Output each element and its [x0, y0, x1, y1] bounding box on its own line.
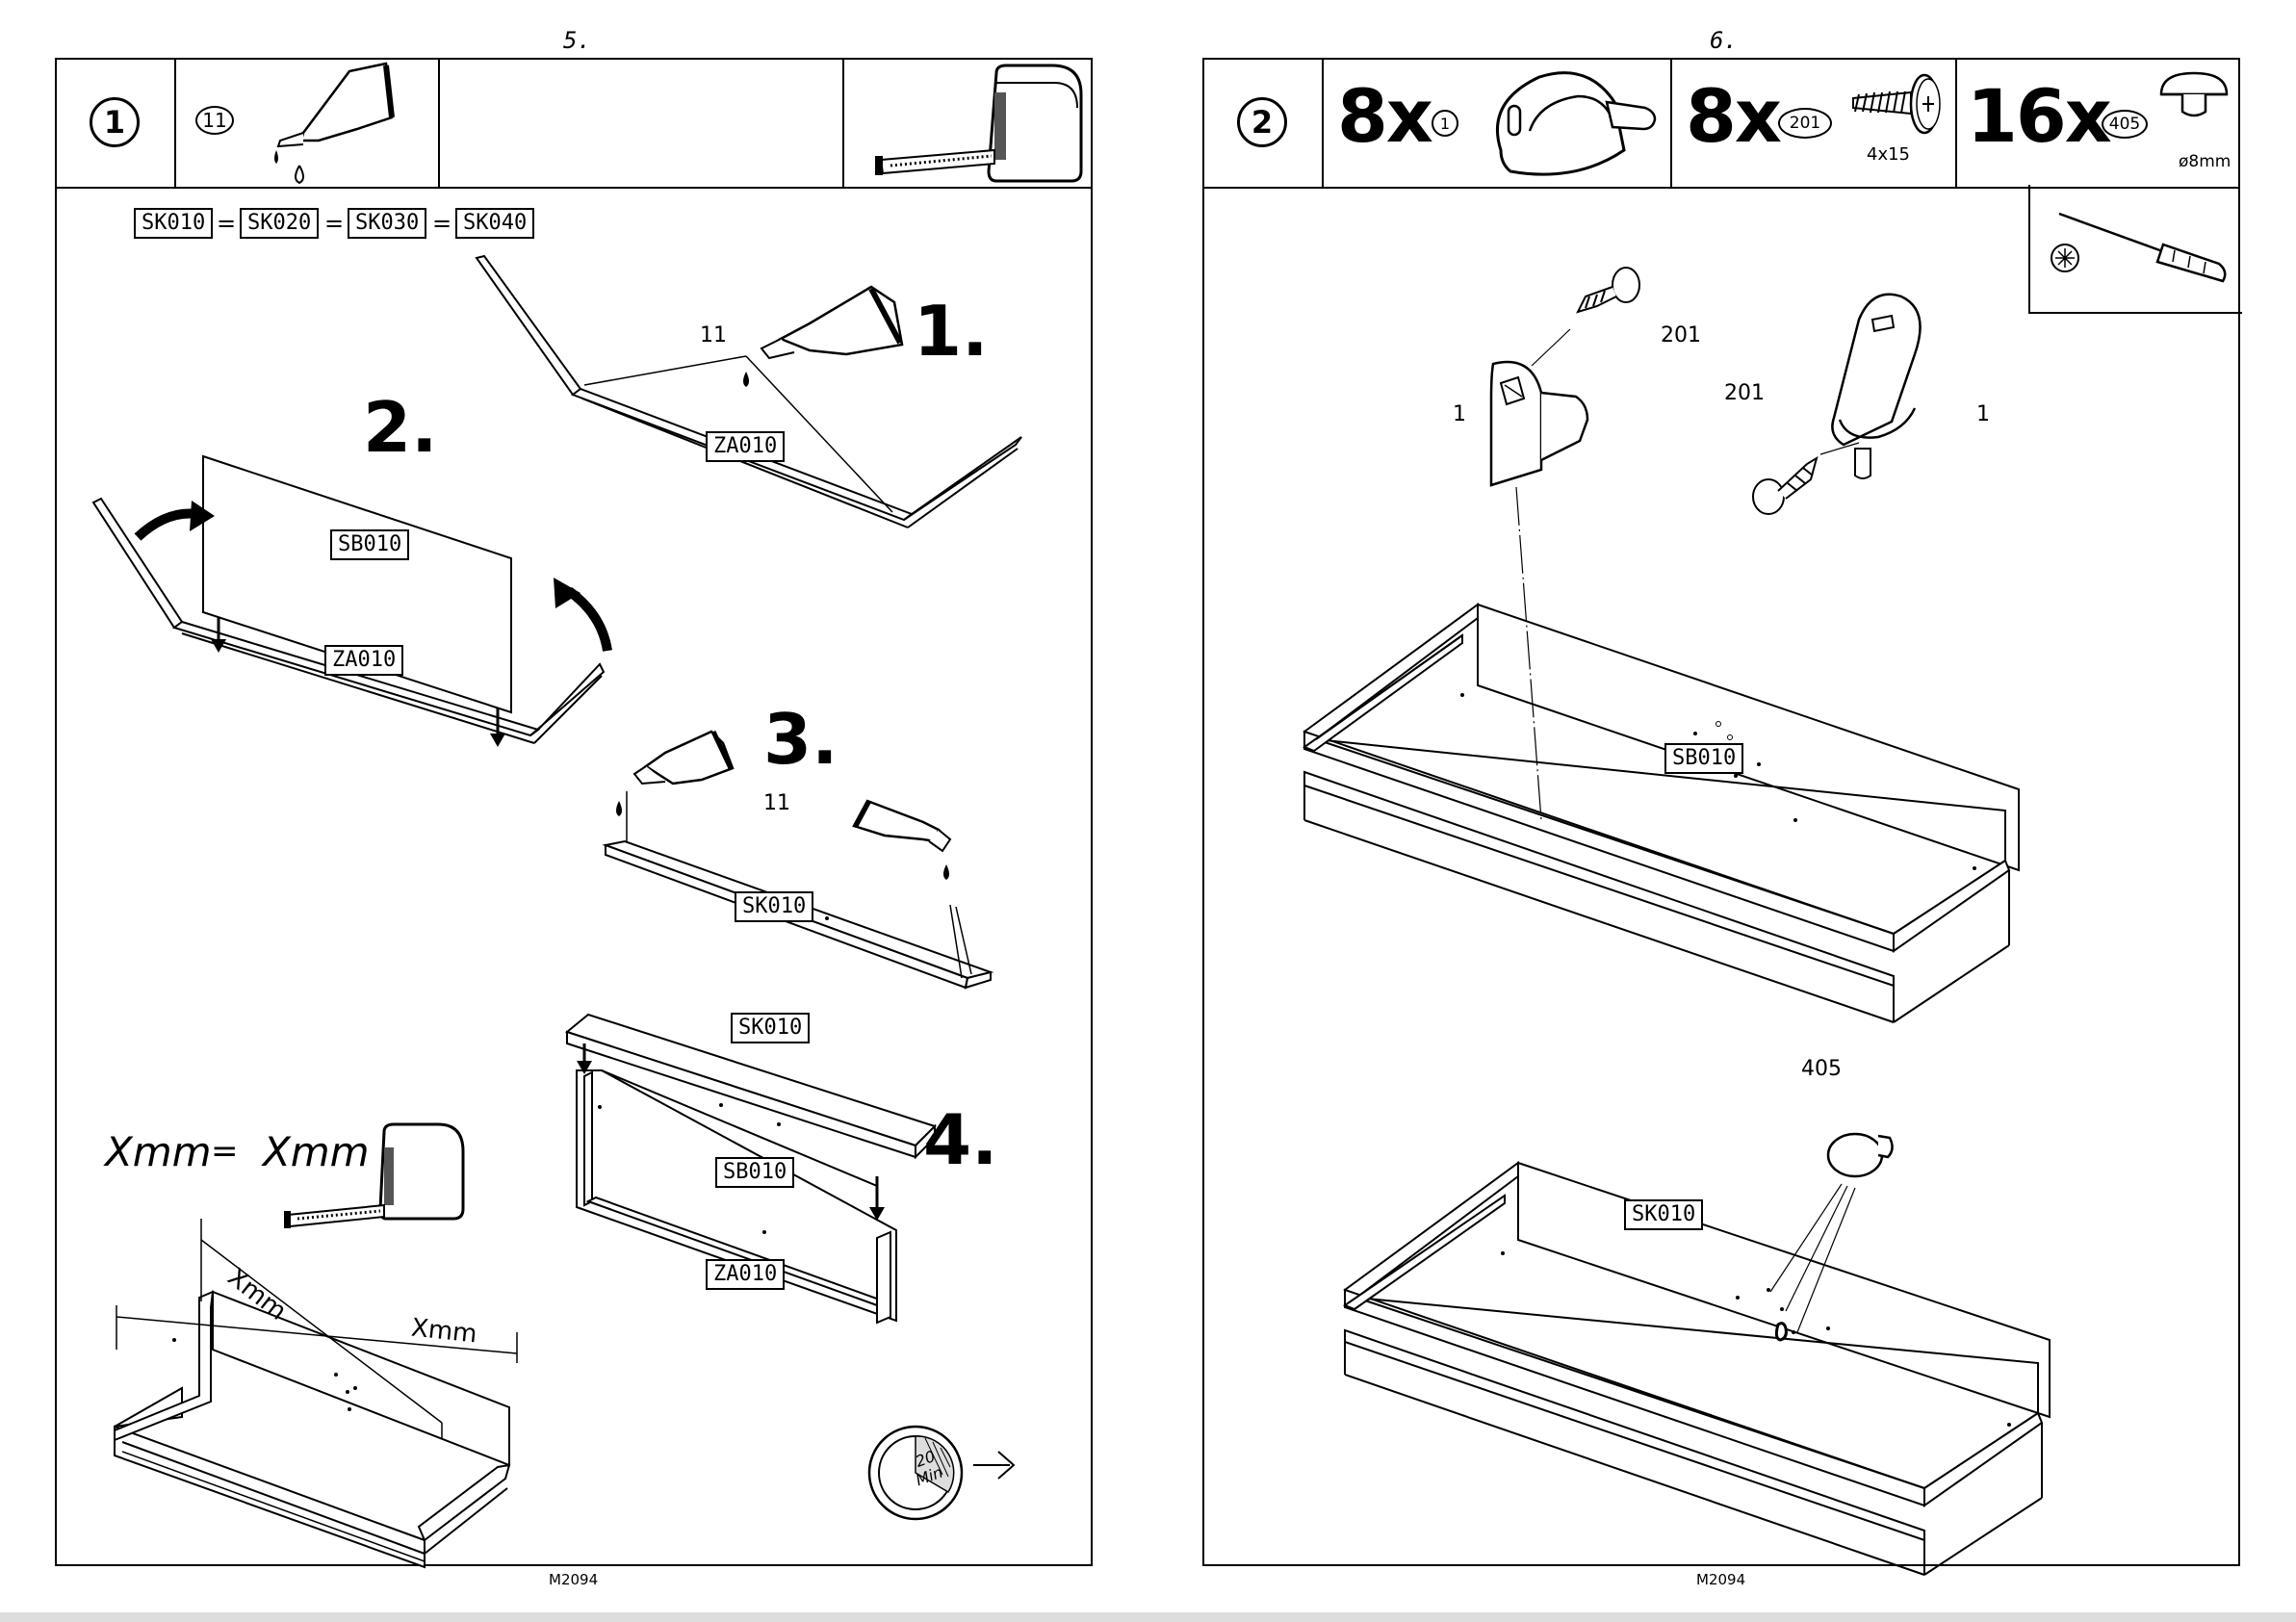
part-label-sb010: SB010	[715, 1157, 794, 1188]
screw-label: 201	[1724, 381, 1765, 405]
instruction-page-right: 2 8x 1 8x 201 4x15 16x	[1202, 58, 2240, 1566]
bracket-label: 1	[1976, 402, 1990, 426]
substep-number-2: 2.	[363, 387, 437, 468]
part-label-za010: ZA010	[706, 431, 785, 462]
knob-label: 405	[1801, 1057, 1842, 1081]
glue-label-step1: 11	[700, 323, 727, 348]
screw-label: 201	[1661, 323, 1701, 348]
glue-label-step3: 11	[763, 791, 790, 815]
substep-number-4: 4.	[923, 1099, 997, 1180]
step1-frame-illustration	[57, 60, 1095, 1568]
footer-code-left: M2094	[549, 1571, 598, 1588]
measure-equation-right: Xmm	[263, 1128, 370, 1175]
part-label-sb010: SB010	[330, 529, 409, 560]
page-number-right: 6.	[1710, 27, 1738, 54]
footer-code-right: M2094	[1696, 1571, 1745, 1588]
bracket-label: 1	[1453, 402, 1466, 426]
part-label-sk010: SK010	[735, 891, 813, 922]
part-label-za010: ZA010	[324, 645, 403, 676]
part-label-sk010: SK010	[1624, 1199, 1703, 1230]
measure-equation-sign: =	[211, 1132, 239, 1171]
bottom-strip	[0, 1612, 2296, 1622]
measure-equation-left: Xmm	[105, 1128, 212, 1175]
instruction-page-left: 1 11 SK010 = SK020 =	[55, 58, 1093, 1566]
part-label-sk010: SK010	[731, 1013, 810, 1043]
page-number-left: 5.	[563, 27, 591, 54]
drawer-with-brackets-illustration	[1204, 60, 2242, 1568]
part-label-sb010: SB010	[1664, 743, 1743, 774]
substep-number-3: 3.	[763, 699, 838, 780]
substep-number-1: 1.	[914, 291, 988, 372]
part-label-za010: ZA010	[706, 1259, 785, 1290]
